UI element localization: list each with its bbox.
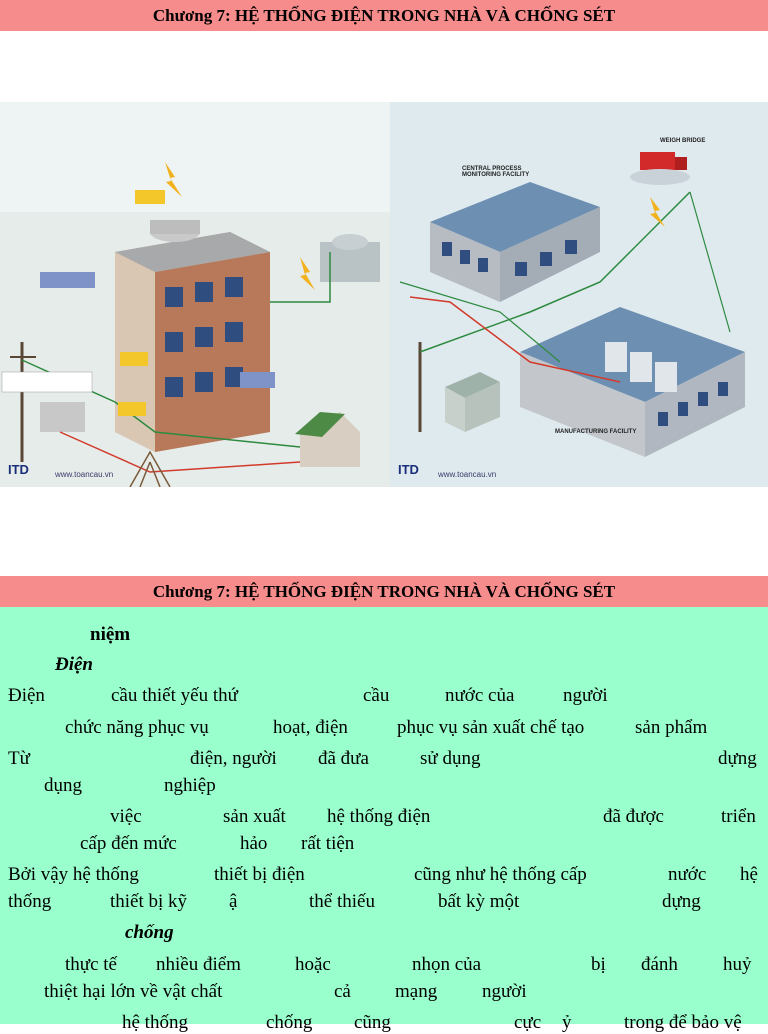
text-word: cực xyxy=(514,1012,542,1033)
text-word: dựng xyxy=(718,748,757,769)
itd-logo: ITD xyxy=(8,462,29,477)
text-word: chống xyxy=(266,1012,313,1033)
text-word: người xyxy=(563,685,608,706)
text-word: đã đưa xyxy=(318,748,369,769)
chapter-title-banner: Chương 7: HỆ THỐNG ĐIỆN TRONG NHÀ VÀ CHỐ… xyxy=(0,0,768,31)
text-word: triển xyxy=(721,806,756,827)
building-diagram-svg xyxy=(0,102,390,487)
text-word: hệ xyxy=(740,864,758,885)
text-word: cầu xyxy=(363,685,390,706)
text-word: phục vụ sản xuất chế tạo xyxy=(397,717,585,738)
text-word: huỷ xyxy=(723,954,752,975)
text-word: niệm xyxy=(90,624,131,645)
text-word: người xyxy=(482,981,527,1002)
text-word: đánh xyxy=(641,954,678,975)
text-word: mạng xyxy=(395,981,438,1002)
website-credit: www.toancau.vn xyxy=(55,470,114,479)
website-credit: www.toancau.vn xyxy=(438,470,497,479)
chapter-title-banner: Chương 7: HỆ THỐNG ĐIỆN TRONG NHÀ VÀ CHỐ… xyxy=(0,576,768,607)
text-word: thiết bị điện xyxy=(214,864,305,885)
text-word: nhiều điểm xyxy=(156,954,241,975)
itd-logo: ITD xyxy=(398,462,419,477)
text-word: cũng xyxy=(354,1012,391,1033)
text-word: bị xyxy=(591,954,606,975)
text-word: hảo xyxy=(240,833,268,854)
text-word: cũng như hệ thống cấp xyxy=(414,864,587,885)
text-word: nghiệp xyxy=(164,775,216,796)
text-word: rất tiện xyxy=(301,833,355,854)
text-word: hoạt, điện xyxy=(273,717,348,738)
label-weigh-bridge: WEIGH BRIDGE xyxy=(660,138,706,144)
text-word: Từ xyxy=(8,748,30,769)
facility-diagram-svg xyxy=(390,102,768,487)
label-central-process: CENTRAL PROCESS MONITORING FACILITY xyxy=(462,166,530,178)
text-word: chống xyxy=(125,922,174,943)
text-word: dựng xyxy=(662,891,701,912)
text-word: ậ xyxy=(229,891,238,912)
text-word: sử dụng xyxy=(420,748,481,769)
text-word: nước của xyxy=(445,685,515,706)
text-word: Điện xyxy=(8,685,45,706)
text-word: nhọn của xyxy=(412,954,482,975)
chapter-title: Chương 7: HỆ THỐNG ĐIỆN TRONG NHÀ VÀ CHỐ… xyxy=(152,582,616,601)
text-word: sản xuất xyxy=(223,806,286,827)
text-word: Bởi vậy hệ thống xyxy=(8,864,139,885)
text-word: chức năng phục vụ xyxy=(65,717,209,738)
text-word: hệ thống xyxy=(122,1012,188,1033)
facility-protection-illustration: CENTRAL PROCESS MONITORING FACILITY WEIG… xyxy=(390,102,768,487)
text-word: cả xyxy=(334,981,351,1002)
text-word: thể thiếu xyxy=(309,891,375,912)
label-manufacturing: MANUFACTURING FACILITY xyxy=(555,429,637,435)
text-word: hoặc xyxy=(295,954,331,975)
text-word: dụng xyxy=(44,775,82,796)
text-word: cấp đến mức xyxy=(80,833,177,854)
text-word: hệ thống điện xyxy=(327,806,431,827)
text-word: sản phẩm xyxy=(635,717,708,738)
text-word: thiệt hại lớn về vật chất xyxy=(44,981,223,1002)
chapter-title: Chương 7: HỆ THỐNG ĐIỆN TRONG NHÀ VÀ CHỐ… xyxy=(152,6,616,25)
text-word: việc xyxy=(110,806,142,827)
text-word: thực tế xyxy=(65,954,117,975)
text-word: thống xyxy=(8,891,52,912)
text-word: nước xyxy=(668,864,707,885)
text-word: điện, người xyxy=(190,748,277,769)
text-word: thiết bị kỹ xyxy=(110,891,188,912)
text-word: bất kỳ một xyxy=(438,891,520,912)
text-word: trong để bảo vệ xyxy=(624,1012,742,1033)
content-text-area: niệm Điện Điện cầu thiết yếu thứ cầu nướ… xyxy=(0,607,768,1033)
text-word: cầu thiết yếu thứ xyxy=(111,685,238,706)
text-word: ỷ xyxy=(562,1012,572,1033)
text-word: đã được xyxy=(603,806,664,827)
text-word: Điện xyxy=(55,654,93,675)
building-protection-illustration: ITD www.toancau.vn xyxy=(0,102,390,487)
